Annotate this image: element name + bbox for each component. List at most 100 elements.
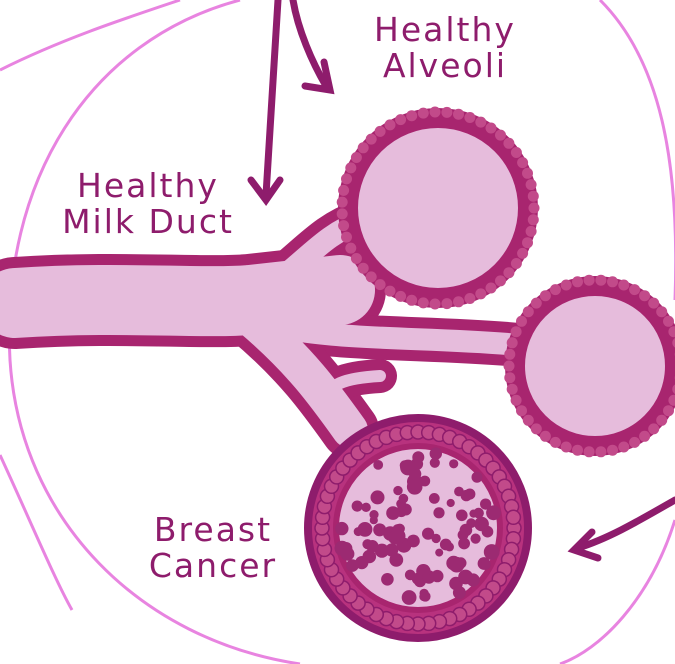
alveolus-cell: [395, 114, 406, 125]
alveolus-cell: [338, 220, 349, 231]
alveolus-cell: [475, 117, 486, 128]
tumor-cell: [371, 490, 385, 504]
label-alveoli-line-2: Alveoli: [355, 48, 535, 84]
tumor-cell: [352, 501, 363, 512]
tumor-cell: [460, 524, 473, 537]
label-duct-line-1: Healthy: [40, 168, 256, 204]
label-breast-cancer: Breast Cancer: [128, 512, 298, 584]
arrow-to-duct: [266, 0, 278, 195]
tumor-cell: [386, 506, 400, 520]
alveolus-cell: [531, 423, 542, 434]
alveolus-cell: [507, 337, 518, 348]
alveolus-cell: [486, 123, 497, 134]
alveolus-cell: [550, 284, 561, 295]
tumor-cell: [446, 556, 461, 571]
alveolus-cell: [341, 173, 352, 184]
alveolus-cell: [511, 258, 522, 269]
alveolus-cell: [430, 299, 441, 310]
alveolus-cell: [529, 203, 540, 214]
breast-cancer-tumor: [308, 418, 528, 638]
tumor-cell: [341, 547, 355, 561]
alveolus-cell: [531, 298, 542, 309]
tumor-cell: [358, 522, 373, 537]
tumor-cell: [478, 520, 487, 529]
alveolus-cell: [663, 405, 674, 416]
alveolus-cell: [441, 298, 452, 309]
tumor-cell: [389, 553, 403, 567]
alveolus-cell: [338, 185, 349, 196]
alveolus-cell: [453, 296, 464, 307]
tumor-cell: [458, 570, 473, 585]
alveolus-cell: [503, 267, 514, 278]
tumor-cell: [393, 486, 402, 495]
alveolus-cell: [464, 112, 475, 123]
alveolus-cell: [395, 291, 406, 302]
tumor-cell: [346, 559, 359, 572]
alveolus-cell: [511, 395, 522, 406]
alveolus-cell: [639, 431, 650, 442]
alveolus-cell: [584, 275, 595, 286]
tumor-cell: [433, 507, 444, 518]
alveolus-cell: [406, 110, 417, 121]
alveolus-cell: [572, 445, 583, 456]
tumor-cell: [370, 516, 378, 524]
tumor-cell: [361, 503, 370, 512]
tumor-cell: [481, 560, 491, 570]
alveolus-cell: [561, 280, 572, 291]
alveolus-cell: [595, 446, 606, 457]
tumor-cell: [407, 535, 415, 543]
alveolus-cell: [584, 446, 595, 457]
alveolus-cell: [511, 326, 522, 337]
label-duct-line-2: Milk Duct: [40, 204, 256, 240]
tumor-cell: [453, 586, 466, 599]
alveolus-cell: [375, 279, 386, 290]
tumor-cell: [480, 499, 491, 510]
alveolus-cell: [550, 437, 561, 448]
alveolus-cell: [341, 232, 352, 243]
alveolus-cell: [540, 290, 551, 301]
tumor-cell: [464, 489, 475, 500]
alveolus-cell: [516, 405, 527, 416]
alveolus-cell: [345, 162, 356, 173]
alveolus-cell: [656, 306, 667, 317]
tumor-cell: [373, 523, 386, 536]
tumor-cell: [335, 522, 348, 535]
alveolus-cell: [453, 109, 464, 120]
alveolus-cell: [523, 415, 534, 426]
tumor-cell: [363, 550, 377, 564]
label-healthy-alveoli: Healthy Alveoli: [355, 12, 535, 84]
arrow-to-cancer: [578, 500, 675, 548]
tumor-rim-cell: [506, 510, 520, 524]
alveolus-cell: [517, 157, 528, 168]
alveolus-cell: [517, 248, 528, 259]
alveolus-cell: [351, 253, 362, 264]
alveolus-cell: [366, 271, 377, 282]
tumor-cell: [473, 508, 484, 519]
alveolus-cell: [503, 138, 514, 149]
tumor-cell: [431, 534, 440, 543]
alveolus-cell: [511, 147, 522, 158]
alveolus-cell: [522, 237, 533, 248]
arrow-to-alveoli: [293, 0, 326, 86]
alveolus-cell: [475, 288, 486, 299]
alveolus-cell: [337, 208, 348, 219]
alveolus-cell: [495, 275, 506, 286]
alveolus-cell: [495, 130, 506, 141]
alveolus-cell: [607, 445, 618, 456]
alveolus-cell: [504, 372, 515, 383]
alveolus-cell: [418, 108, 429, 119]
tumor-cell: [435, 549, 443, 557]
tumor-cell: [412, 451, 424, 463]
alveolus-cell: [572, 276, 583, 287]
alveolus-cell: [629, 284, 640, 295]
alveolus-cell: [540, 431, 551, 442]
alveolus-cell: [430, 107, 441, 118]
tumor-cell: [456, 510, 468, 522]
main-duct-lumen: [15, 290, 340, 303]
alveolus-cell: [464, 293, 475, 304]
milk-duct-network: [15, 107, 675, 458]
tumor-cell: [430, 458, 440, 468]
alveolus-cell: [358, 142, 369, 153]
tumor-cell: [405, 570, 416, 581]
tumor-cell: [449, 459, 458, 468]
